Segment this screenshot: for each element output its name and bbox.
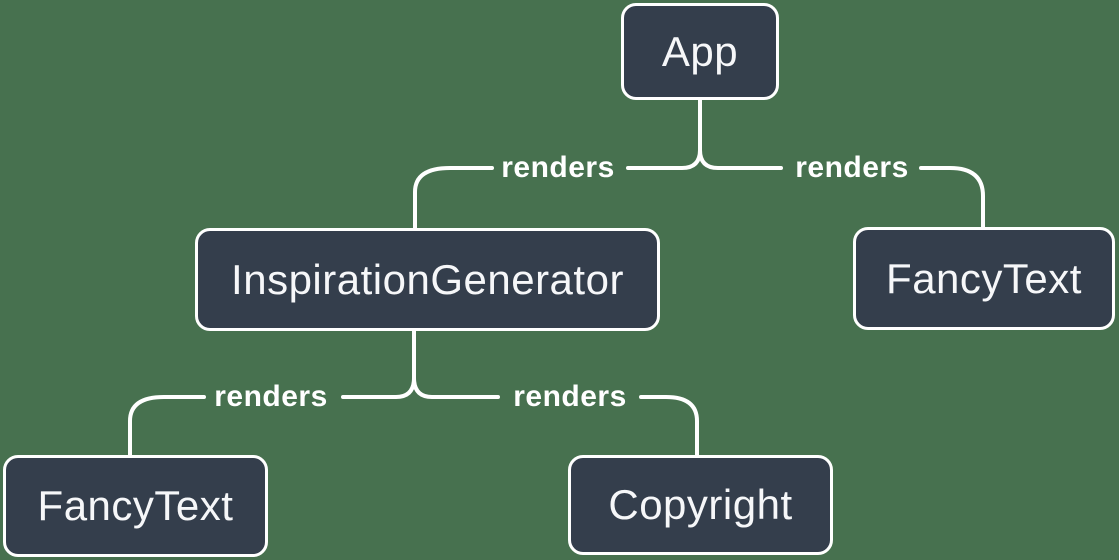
node-fancy-text-bottom: FancyText (3, 455, 268, 557)
edge-inspirationgenerator-to-fancytext-elbow (128, 395, 206, 457)
node-inspiration-generator-label: InspirationGenerator (231, 255, 624, 303)
node-copyright: Copyright (568, 455, 833, 555)
edge-app-to-inspirationgenerator-elbow (413, 166, 494, 230)
edge-app-to-inspirationgenerator-stem (626, 98, 702, 170)
edge-label-inspirationgenerator-fancytext: renders (214, 380, 328, 413)
node-app-label: App (661, 27, 739, 75)
node-fancy-text-bottom-label: FancyText (37, 482, 234, 529)
edge-inspirationgenerator-to-fancytext-stem (341, 329, 416, 399)
edge-app-to-fancytext-elbow (919, 166, 985, 229)
edge-app-to-fancytext-stem (698, 148, 783, 170)
edge-inspirationgenerator-to-copyright-stem (412, 376, 500, 399)
node-app: App (621, 3, 779, 100)
node-copyright-label: Copyright (608, 481, 793, 528)
node-inspiration-generator: InspirationGenerator (195, 228, 660, 331)
node-fancy-text-top: FancyText (853, 227, 1115, 330)
node-fancy-text-top-label: FancyText (886, 254, 1082, 302)
edge-inspirationgenerator-to-copyright-elbow (639, 395, 699, 457)
edge-label-inspirationgenerator-copyright: renders (513, 380, 627, 413)
edge-label-app-inspirationgenerator: renders (501, 151, 615, 184)
edge-label-app-fancytext: renders (795, 151, 909, 184)
